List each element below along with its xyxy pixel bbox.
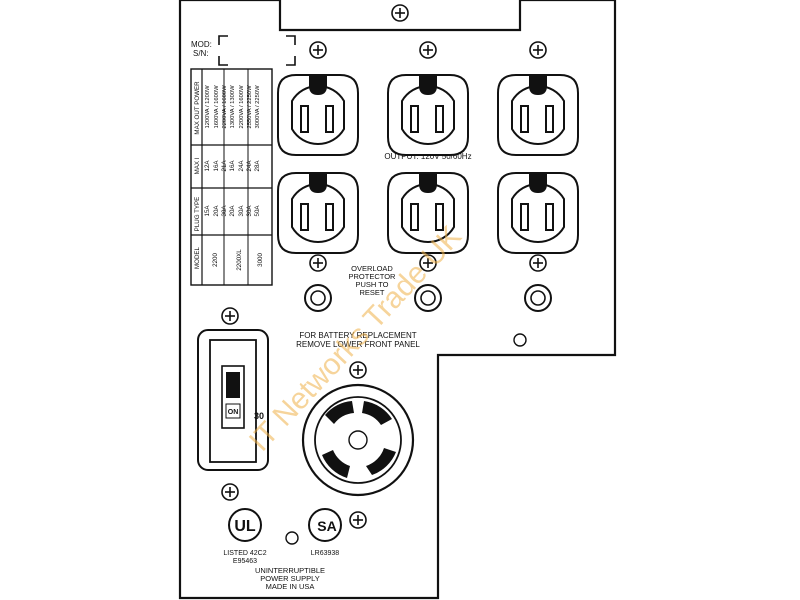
table-cell-max-power: 2550VA / 2250W — [247, 85, 253, 129]
screw-icon — [419, 41, 437, 59]
twist-lock-receptacle — [301, 383, 415, 497]
table-cell-max-power: 2200VA / 1600W — [239, 85, 245, 129]
ul-file-number: E95463 — [233, 558, 257, 565]
overload-line: PUSH TO — [355, 280, 388, 289]
screw-icon — [391, 4, 409, 22]
table-cell-max-power: 1600VA / 1600W — [214, 85, 220, 129]
nema-5-20-outlet[interactable] — [277, 172, 359, 254]
table-cell-max-i: 24A — [238, 160, 245, 172]
table-cell-max-i: 24A — [246, 160, 253, 172]
table-cell-max-power: 1200VA / 1200W — [205, 85, 211, 129]
table-cell-max-power: 3000VA / 2250W — [255, 85, 261, 129]
ground-hole — [285, 531, 299, 545]
table-cell-plug-type: 15A — [204, 205, 211, 217]
table-cell-max-i: 12A — [204, 160, 211, 172]
circuit-breaker[interactable]: ON — [197, 329, 269, 471]
nema-5-20-outlet[interactable] — [277, 74, 359, 156]
overload-line: PROTECTOR — [349, 272, 397, 281]
table-cell-max-i: 16A — [229, 160, 236, 172]
overload-label-group: OVERLOAD PROTECTOR PUSH TO RESET — [349, 264, 397, 297]
battery-note-line-1: FOR BATTERY REPLACEMENT — [299, 331, 416, 340]
table-header-max-i: MAX I — [194, 157, 201, 174]
sn-label: S/N: — [193, 49, 209, 58]
reset-button[interactable] — [414, 284, 442, 312]
screw-icon — [309, 41, 327, 59]
screw-icon — [221, 307, 239, 325]
table-cell-plug-type: 50A — [254, 205, 261, 217]
footer-line-3: MADE IN USA — [266, 582, 315, 591]
csa-file-number: LR63938 — [311, 550, 340, 557]
table-cell-plug-type: 20A — [213, 205, 220, 217]
table-cell-plug-type: 30A — [246, 205, 253, 217]
output-rating-label: OUTPUT: 120V 50/60Hz — [384, 152, 471, 161]
nema-5-20-outlet[interactable] — [497, 172, 579, 254]
table-cell-plug-type: 30A — [238, 205, 245, 217]
table-cell-model: 2200 — [212, 253, 219, 267]
reset-button[interactable] — [304, 284, 332, 312]
battery-note-line-2: REMOVE LOWER FRONT PANEL — [296, 340, 420, 349]
table-cell-max-i: 16A — [213, 160, 220, 172]
table-cell-model: 2200XL — [236, 249, 243, 271]
nema-5-20-outlet[interactable] — [387, 74, 469, 156]
screw-icon — [221, 483, 239, 501]
nema-5-20-outlet[interactable] — [497, 74, 579, 156]
mod-label: MOD: — [191, 40, 212, 49]
table-cell-max-power: 1300VA / 1300W — [230, 85, 236, 129]
table-header-plug-type: PLUG TYPE — [194, 197, 201, 232]
ul-listed-logo: UL — [228, 508, 262, 542]
screw-icon — [349, 511, 367, 529]
table-cell-plug-type: 20A — [229, 205, 236, 217]
ul-listing-number: LISTED 42C2 — [223, 550, 266, 557]
table-cell-model: 3000 — [257, 253, 264, 267]
screw-icon — [529, 254, 547, 272]
overload-line: RESET — [359, 288, 384, 297]
mount-hole — [513, 333, 527, 347]
screw-icon — [529, 41, 547, 59]
breaker-rating-label: 30 — [254, 411, 264, 421]
overload-line: OVERLOAD — [351, 264, 393, 273]
table-cell-max-i: 28A — [254, 160, 261, 172]
screw-icon — [309, 254, 327, 272]
table-header-model: MODEL — [194, 246, 201, 269]
reset-button[interactable] — [524, 284, 552, 312]
table-header-max-out-power: MAX OUT POWER — [194, 81, 201, 135]
serial-bracket — [218, 35, 296, 66]
svg-text:UL: UL — [234, 518, 256, 535]
breaker-on-label: ON — [228, 409, 239, 416]
svg-text:SA: SA — [317, 518, 336, 534]
csa-logo: SA — [308, 508, 342, 542]
footer-line-1: UNINTERRUPTIBLE — [255, 566, 325, 575]
table-cell-max-power: 2200VA / 1600W — [222, 85, 228, 129]
footer-line-2: POWER SUPPLY — [260, 574, 319, 583]
table-cell-max-i: 21A — [221, 160, 228, 172]
table-cell-plug-type: 30A — [221, 205, 228, 217]
